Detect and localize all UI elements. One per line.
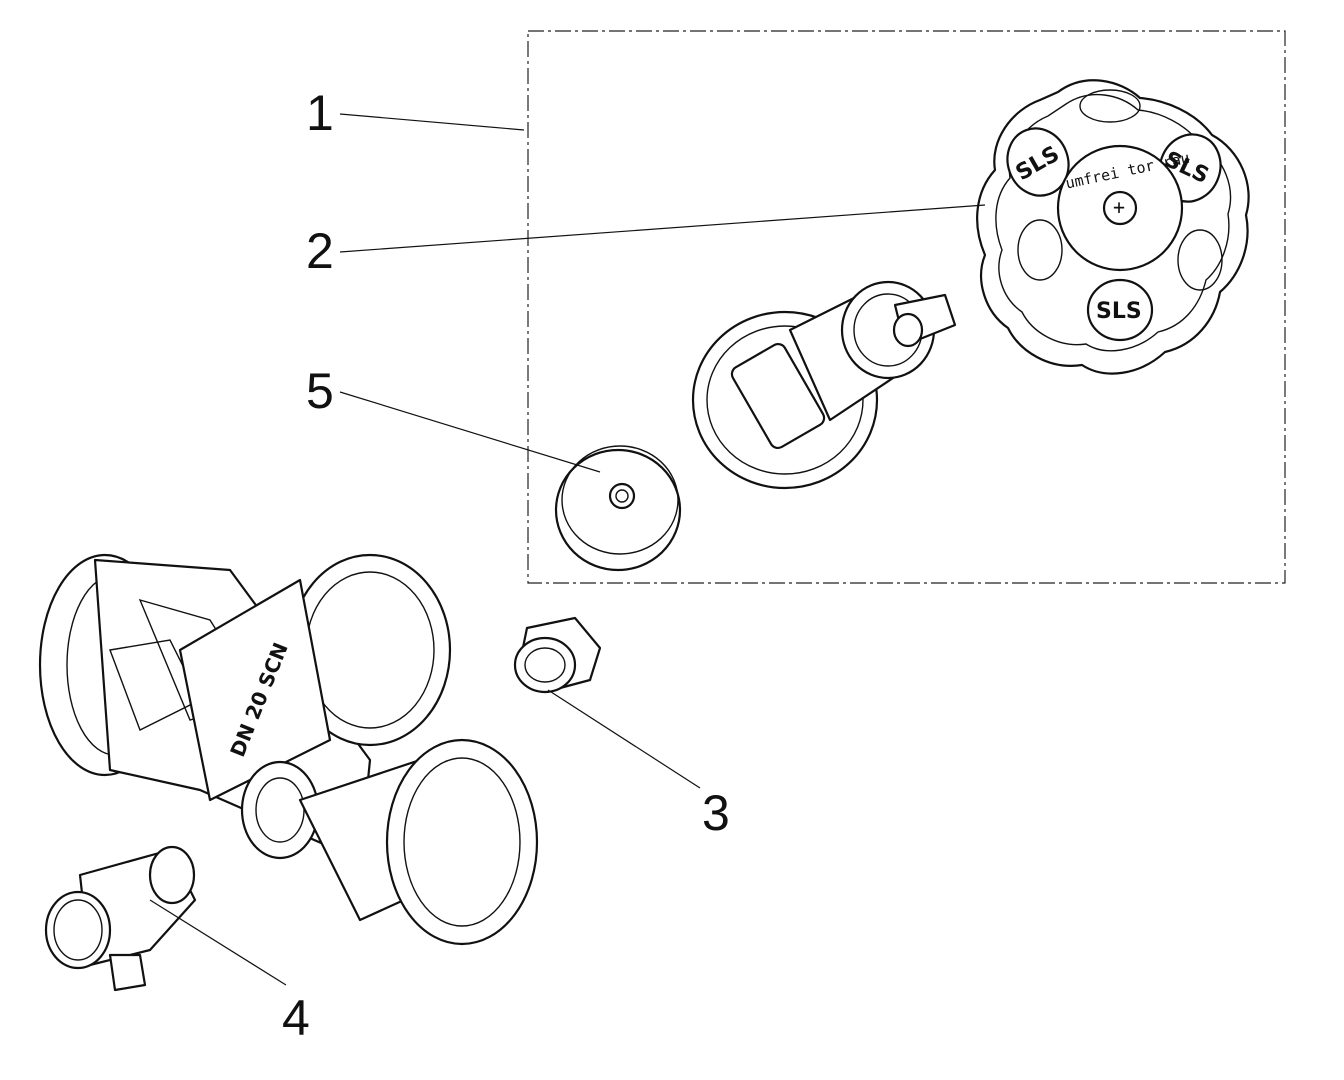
handwheel-center-mark: + [1113, 195, 1125, 219]
valve-head-insert [691, 280, 957, 490]
callout-4-label: 4 [282, 990, 310, 1046]
callout-5: 5 [306, 363, 601, 473]
valve-body: DN 20 SCN [38, 553, 539, 946]
handwheel-logo-bottom: SLS [1096, 299, 1142, 324]
callout-3-label: 3 [702, 785, 730, 841]
assembly-group-boundary [527, 30, 1286, 584]
angle-fitting [44, 845, 197, 992]
callout-4: 4 [149, 899, 310, 1046]
callout-5-label: 5 [306, 363, 334, 419]
drain-plug [513, 616, 602, 694]
callout-1-label: 1 [306, 85, 334, 141]
callout-3: 3 [547, 689, 730, 841]
callout-1: 1 [306, 85, 525, 141]
valve-disc-seal [554, 445, 682, 572]
callout-2-label: 2 [306, 223, 334, 279]
handwheel: SLS SLS SLS + umfrei tor rau [976, 79, 1250, 375]
callout-2: 2 [306, 204, 986, 279]
